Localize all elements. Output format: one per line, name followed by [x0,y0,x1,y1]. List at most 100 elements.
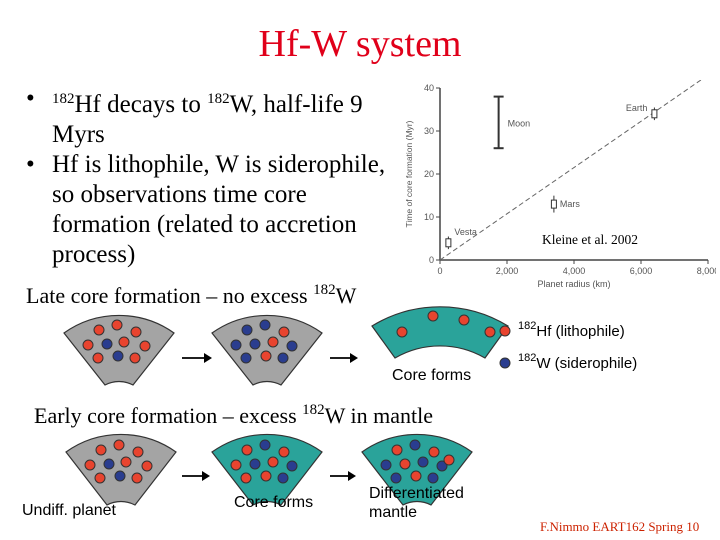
hf-atom-dot [131,472,143,484]
w-atom-dot [112,350,124,362]
w-isotope-superscript: 182 [207,91,230,107]
hf-atom-dot [92,352,104,364]
late-core-forms-label: Core forms [392,367,472,384]
w-atom-dot [249,338,261,350]
x-tick-label: 4,000 [563,266,586,276]
early-heading-text-2: W in mantle [324,403,434,428]
legend-hf: 182Hf (lithophile) [518,320,625,340]
w-atom-dot [241,324,253,336]
late-arrow-2 [330,353,358,363]
chart-annotation: Kleine et al. 2002 [542,232,638,247]
hf-atom-dot [443,454,455,466]
y-tick-label: 0 [429,255,434,265]
hf-atom-dot [427,310,439,322]
late-heading-superscript: 182 [313,282,336,298]
hf-atom-dot [241,444,253,456]
hf-atom-dot [118,336,130,348]
trend-line [439,80,702,261]
bullet-list: • 182Hf decays to 182W, half-life 9 Myrs… [24,84,396,270]
hf-atom-dot [458,314,470,326]
late-undiff-wedge [63,314,175,386]
hf-atom-dot [260,470,272,482]
w-atom-dot [380,459,392,471]
hf-atom-dot [267,456,279,468]
legend-hf-label: Hf (lithophile) [536,323,625,340]
mars-label: Mars [560,199,580,209]
bullet-2-text: Hf is lithophile, W is siderophile, so o… [52,151,386,268]
early-core-forms-wedge [211,433,323,506]
w-atom-dot [409,439,421,451]
bullet-dot-icon: • [26,151,35,178]
hf-atom-dot [410,470,422,482]
x-tick-label: 2,000 [496,266,519,276]
early-heading-text: Early core formation – excess [34,403,303,428]
early-core-formation-heading: Early core formation – excess 182W in ma… [34,402,433,429]
w-atom-dot [277,352,289,364]
hf-atom-dot [129,352,141,364]
w-atom-dot [417,456,429,468]
w-atom-dot [114,470,126,482]
late-core-forms-wedge [211,314,323,386]
hf-atom-dot [141,460,153,472]
hf-atom-dot [130,326,142,338]
hf-atom-dot [132,446,144,458]
hf-atom-dot [139,340,151,352]
legend-hf-superscript: 182 [518,320,537,332]
hf-atom-dot [428,446,440,458]
early-heading-superscript: 182 [302,402,325,418]
hf-atom-dot [120,456,132,468]
y-axis-label: Time of core formation (Myr) [404,120,414,227]
bullet-1: • 182Hf decays to 182W, half-life 9 Myrs [24,84,396,150]
w-atom-dot [230,339,242,351]
late-heading-text-2: W [335,283,357,308]
late-core-formation-heading: Late core formation – no excess 182W [26,282,356,309]
w-atom-dot [240,352,252,364]
hf-atom-dot [84,459,96,471]
hf-atom-dot [94,472,106,484]
differentiated-mantle-label: Differentiated mantle [369,485,464,521]
hf-atom-dot [111,319,123,331]
w-atom-dot [286,460,298,472]
w-atom-dot [427,472,439,484]
bullet-1-text-a: Hf decays to [74,91,208,118]
y-tick-label: 30 [424,126,434,136]
w-atom-dot [101,338,113,350]
earth-point [651,109,658,119]
late-heading-text: Late core formation – no excess [26,283,314,308]
hf-atom-dot [82,339,94,351]
y-tick-label: 40 [424,83,434,93]
early-undiff-wedge [65,433,177,506]
credit-footer: F.Nimmo EART162 Spring 10 [540,519,700,534]
hf-atom-dot [113,439,125,451]
legend-w-label: W (siderophile) [536,355,638,372]
isotope-dots [82,310,496,484]
early-differentiated-wedge [361,433,473,506]
w-atom-dot [390,472,402,484]
early-arrow-2 [330,471,356,481]
legend-w-dot [499,357,511,369]
w-atom-dot [286,340,298,352]
w-atom-dot [259,439,271,451]
hf-atom-dot [95,444,107,456]
y-tick-label: 10 [424,212,434,222]
undiff-planet-label: Undiff. planet [22,502,116,519]
y-tick-label: 20 [424,169,434,179]
w-atom-dot [249,458,261,470]
x-axis-label: Planet radius (km) [537,279,610,289]
w-atom-dot [277,472,289,484]
hf-atom-dot [278,326,290,338]
hf-atom-dot [267,336,279,348]
earth-label: Earth [626,103,648,113]
early-core-forms-label: Core forms [234,494,314,511]
hf-atom-dot [278,446,290,458]
late-arrow-1 [182,353,212,363]
early-arrow-1 [182,471,210,481]
w-atom-dot [103,458,115,470]
vesta-label: Vesta [454,227,477,237]
bullet-2: • Hf is lithophile, W is siderophile, so… [24,150,396,270]
legend-w: 182W (siderophile) [518,352,637,372]
hf-atom-dot [399,458,411,470]
hf-atom-dot [240,472,252,484]
